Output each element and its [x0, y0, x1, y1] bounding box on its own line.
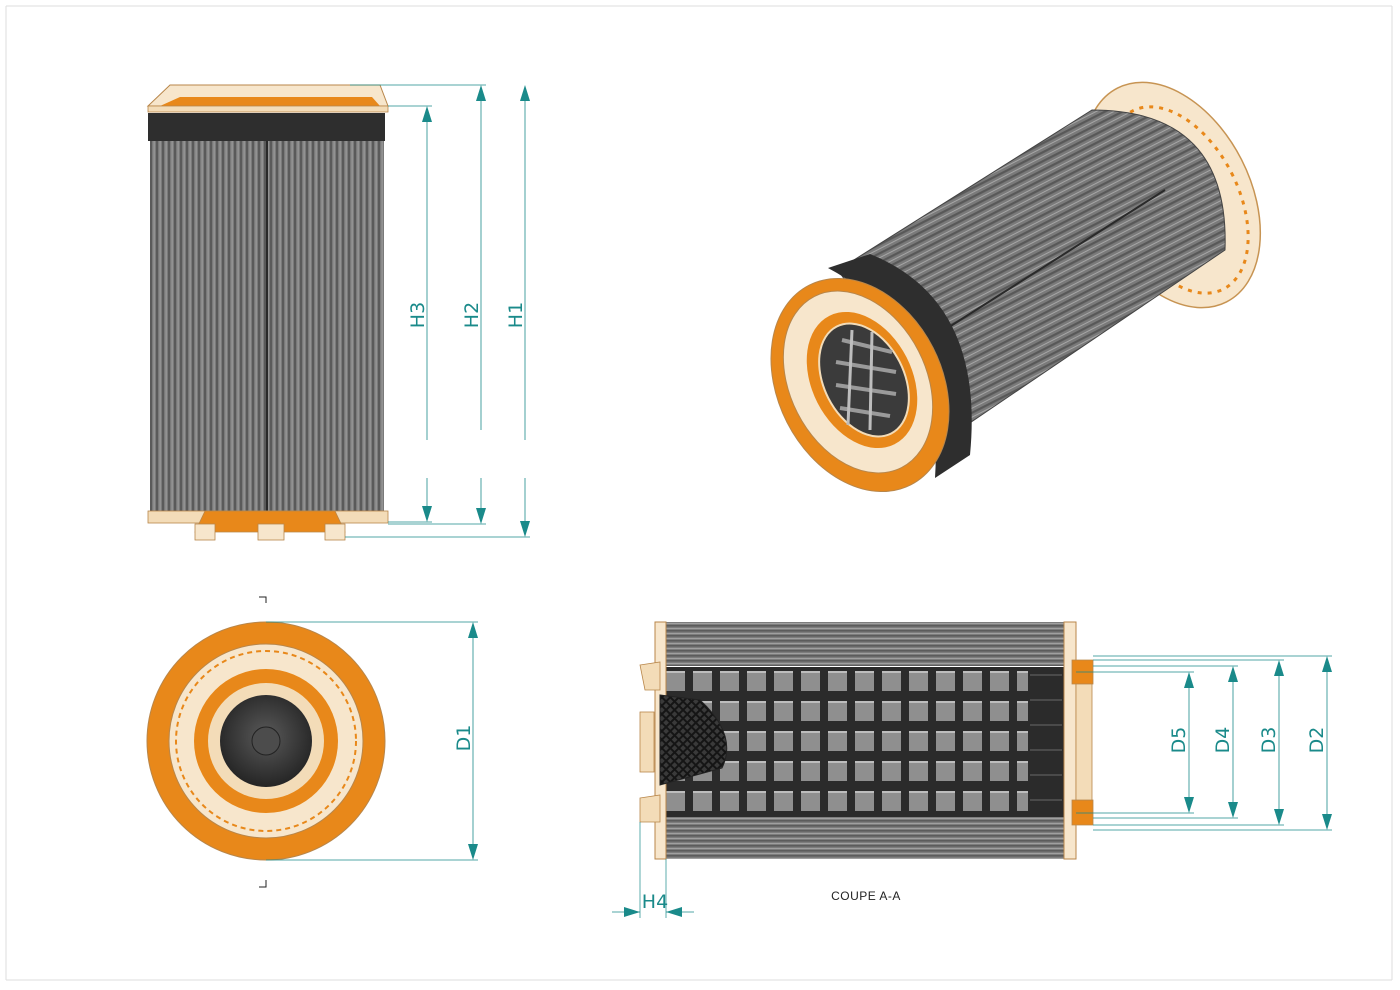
- label-d4: D4: [1212, 727, 1234, 754]
- isometric-view: [770, 81, 1262, 493]
- dimension-h1: [520, 85, 530, 537]
- label-h4: H4: [642, 891, 668, 913]
- label-h2: H2: [461, 302, 483, 328]
- section-cone-mesh: [659, 694, 728, 786]
- dimension-d5: [1184, 672, 1194, 813]
- section-caption: COUPE A-A: [831, 889, 901, 903]
- label-h1: H1: [505, 302, 527, 328]
- dimension-d1: [468, 622, 478, 860]
- label-d2: D2: [1306, 727, 1328, 754]
- section-outlet-spigot: [1075, 683, 1093, 801]
- front-top-cap-ring: [160, 97, 380, 106]
- end-view: [146, 596, 478, 888]
- end-center-knob: [251, 726, 281, 756]
- dimension-d2: [1322, 656, 1332, 830]
- sheet-border-ticks: [5, 5, 1393, 981]
- label-h3: H3: [407, 302, 429, 328]
- section-marker-bottom: [259, 880, 267, 888]
- section-pleat-top: [666, 622, 1064, 666]
- dimension-h4: [612, 907, 694, 917]
- front-top-flange: [147, 105, 389, 113]
- dimension-h2: [476, 85, 486, 524]
- front-seal-band: [148, 113, 385, 141]
- section-view: [639, 621, 1332, 918]
- label-d5: D5: [1168, 727, 1190, 754]
- dimension-d4: [1228, 666, 1238, 818]
- front-view: [146, 84, 530, 541]
- label-d3: D3: [1258, 727, 1280, 754]
- label-d1: D1: [453, 725, 475, 752]
- dimension-d3: [1274, 660, 1284, 825]
- dimension-h3: [422, 106, 432, 522]
- section-pleat-bottom: [666, 817, 1064, 859]
- section-marker-top: [259, 596, 267, 603]
